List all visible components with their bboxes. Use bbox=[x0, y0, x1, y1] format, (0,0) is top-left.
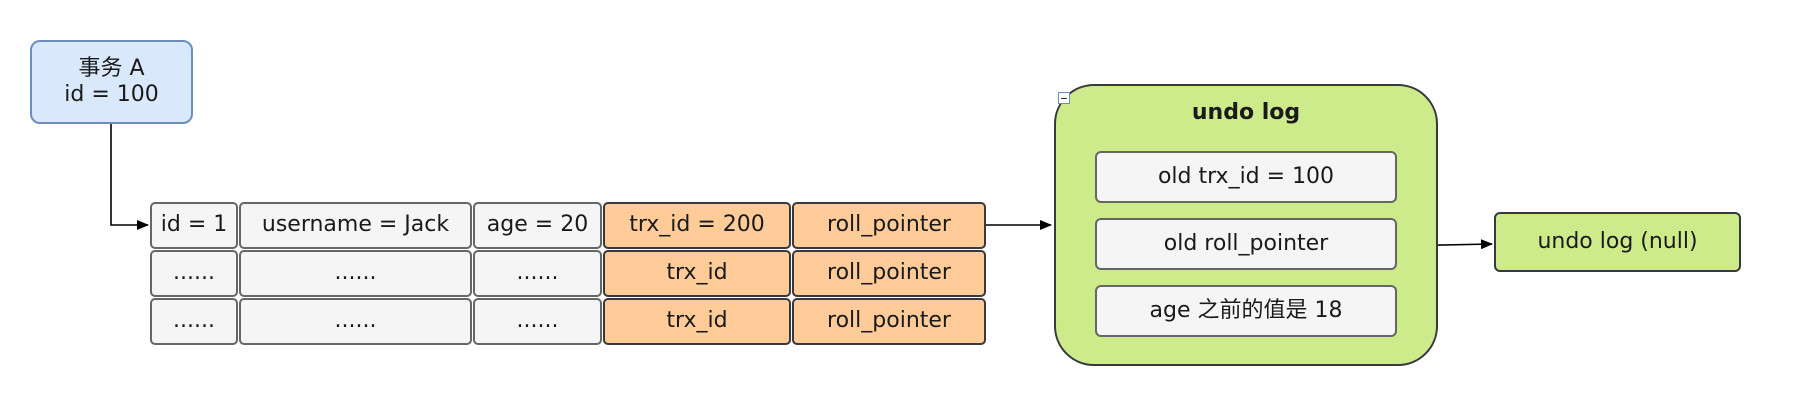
row1-age-cell: age = 20 bbox=[473, 202, 602, 249]
undo-old-roll-pointer: old roll_pointer bbox=[1095, 218, 1397, 270]
collapse-icon[interactable] bbox=[1058, 92, 1070, 104]
row1-trx-id-cell: trx_id = 200 bbox=[603, 202, 791, 249]
transaction-to-row-arrow bbox=[110, 124, 149, 230]
row1-id-cell: id = 1 bbox=[150, 202, 238, 249]
row1-roll-pointer-cell: roll_pointer bbox=[792, 202, 986, 249]
row3-username-cell: ...... bbox=[239, 298, 472, 345]
row2-roll-pointer-cell: roll_pointer bbox=[792, 250, 986, 297]
undo-log-null-box: undo log (null) bbox=[1494, 212, 1741, 272]
transaction-id: id = 100 bbox=[64, 82, 159, 107]
row1-username-cell: username = Jack bbox=[239, 202, 472, 249]
row3-trx-id-cell: trx_id bbox=[603, 298, 791, 345]
row2-id-cell: ...... bbox=[150, 250, 238, 297]
undo-old-trx-id: old trx_id = 100 bbox=[1095, 151, 1397, 203]
row3-roll-pointer-cell: roll_pointer bbox=[792, 298, 986, 345]
row2-username-cell: ...... bbox=[239, 250, 472, 297]
row2-trx-id-cell: trx_id bbox=[603, 250, 791, 297]
undo-log-title: undo log bbox=[1191, 100, 1301, 125]
transaction-a-box: 事务 A id = 100 bbox=[30, 40, 193, 124]
row3-id-cell: ...... bbox=[150, 298, 238, 345]
row2-age-cell: ...... bbox=[473, 250, 602, 297]
transaction-name: 事务 A bbox=[78, 55, 145, 81]
row3-age-cell: ...... bbox=[473, 298, 602, 345]
undo-old-age-value: age 之前的值是 18 bbox=[1095, 285, 1397, 337]
